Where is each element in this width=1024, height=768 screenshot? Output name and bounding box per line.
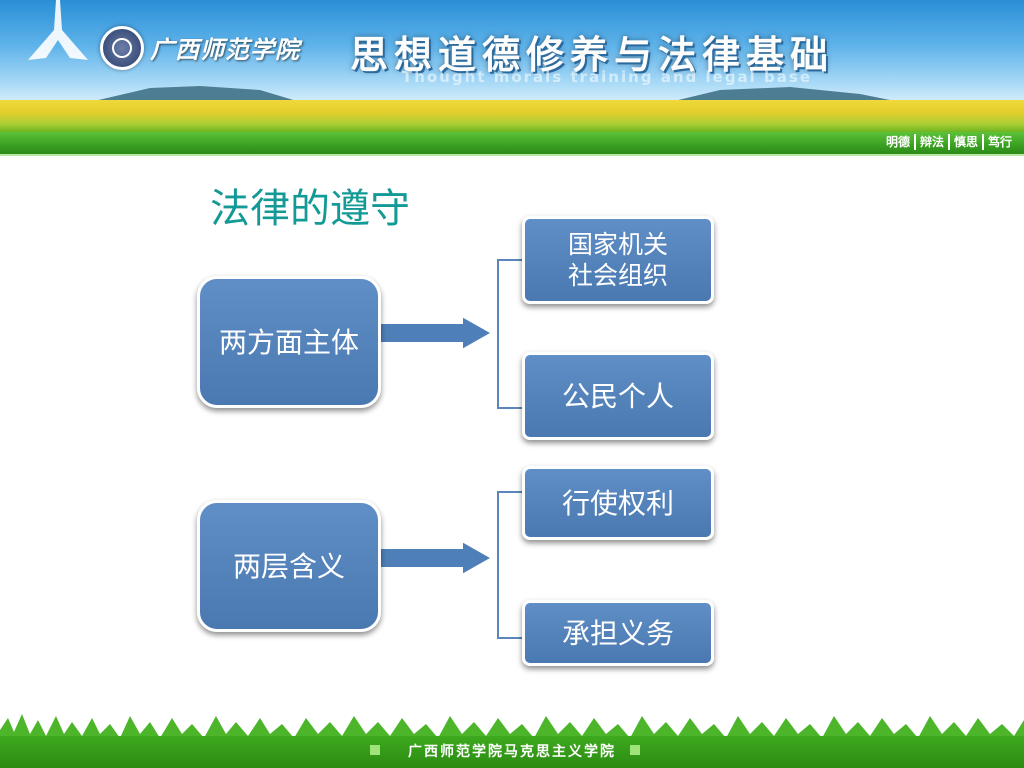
rapeseed-field [0, 100, 1024, 132]
mountain-silhouette [90, 86, 900, 102]
footer-band [0, 736, 1024, 768]
arrow-right-icon [379, 314, 495, 352]
school-emblem-icon [100, 26, 144, 70]
sub-box-bear-obligations: 承担义务 [522, 600, 714, 666]
course-title: 思想道德修养与法律基础 [350, 32, 835, 77]
motto-bar: 明德 辩法 慎思 笃行 [0, 132, 1024, 156]
slide-title: 法律的遵守 [210, 186, 410, 232]
motto-item: 明德 [885, 135, 910, 149]
motto-list: 明德 辩法 慎思 笃行 [882, 134, 1016, 150]
bracket-connector [497, 259, 522, 409]
sub-box-citizens: 公民个人 [522, 352, 714, 440]
sub-box-exercise-rights: 行使权利 [522, 466, 714, 540]
school-name: 广西师范学院 [150, 35, 300, 64]
motto-item: 慎思 [947, 134, 982, 150]
motto-item: 笃行 [981, 134, 1016, 150]
square-bullet-icon [630, 745, 640, 755]
sub-box-state-organs: 国家机关 社会组织 [522, 216, 714, 304]
course-subtitle: Thought morals training and legal base [402, 68, 812, 86]
motto-item: 辩法 [913, 134, 948, 150]
monument-tower-icon [28, 0, 88, 60]
square-bullet-icon [370, 745, 380, 755]
bracket-connector [497, 491, 522, 639]
main-box-two-meanings: 两层含义 [197, 500, 381, 632]
footer-text: 广西师范学院马克思主义学院 [408, 744, 616, 760]
arrow-right-icon [379, 539, 495, 577]
main-box-two-subjects: 两方面主体 [197, 276, 381, 408]
header-banner: 广西师范学院 思想道德修养与法律基础 Thought morals traini… [0, 0, 1024, 132]
